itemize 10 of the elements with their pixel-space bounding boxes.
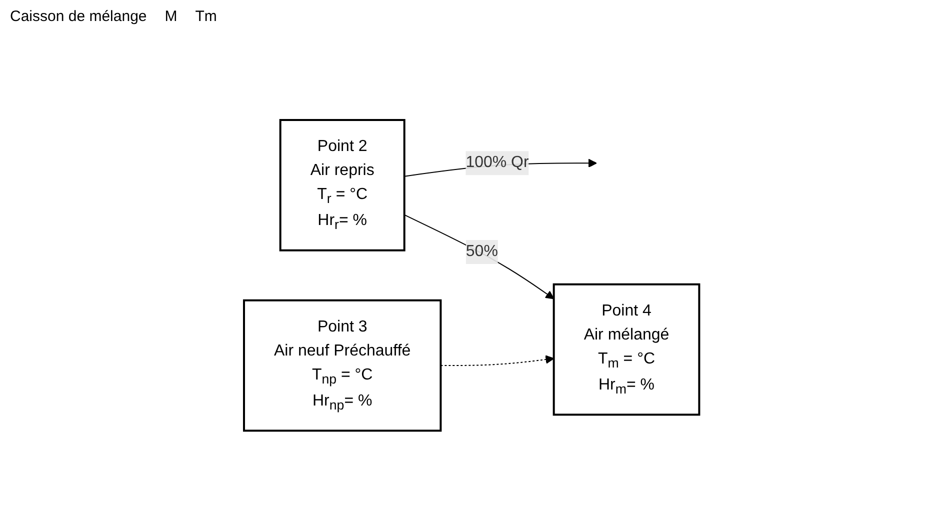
arrow bbox=[404, 214, 554, 299]
node-box: Point 2 Air repris T$_{r}$ = °C Hr$_{r}$= % bbox=[279, 118, 406, 251]
note-text: Tm bbox=[195, 8, 217, 25]
arrow bbox=[440, 354, 554, 366]
edge-label: 50% bbox=[466, 242, 498, 260]
note-text: M bbox=[164, 8, 178, 25]
node-box: Point 3 Air neuf Préchauffé T$_{np}$ = °C Hr$_{np}$= % bbox=[242, 299, 442, 432]
edge-label: 100% Qr bbox=[466, 154, 529, 171]
note-text: Caisson de mélange bbox=[10, 8, 147, 25]
node-box: Point 4 Air mélangé T$_{m}$ = °C Hr$_{m}$= % bbox=[552, 283, 700, 416]
